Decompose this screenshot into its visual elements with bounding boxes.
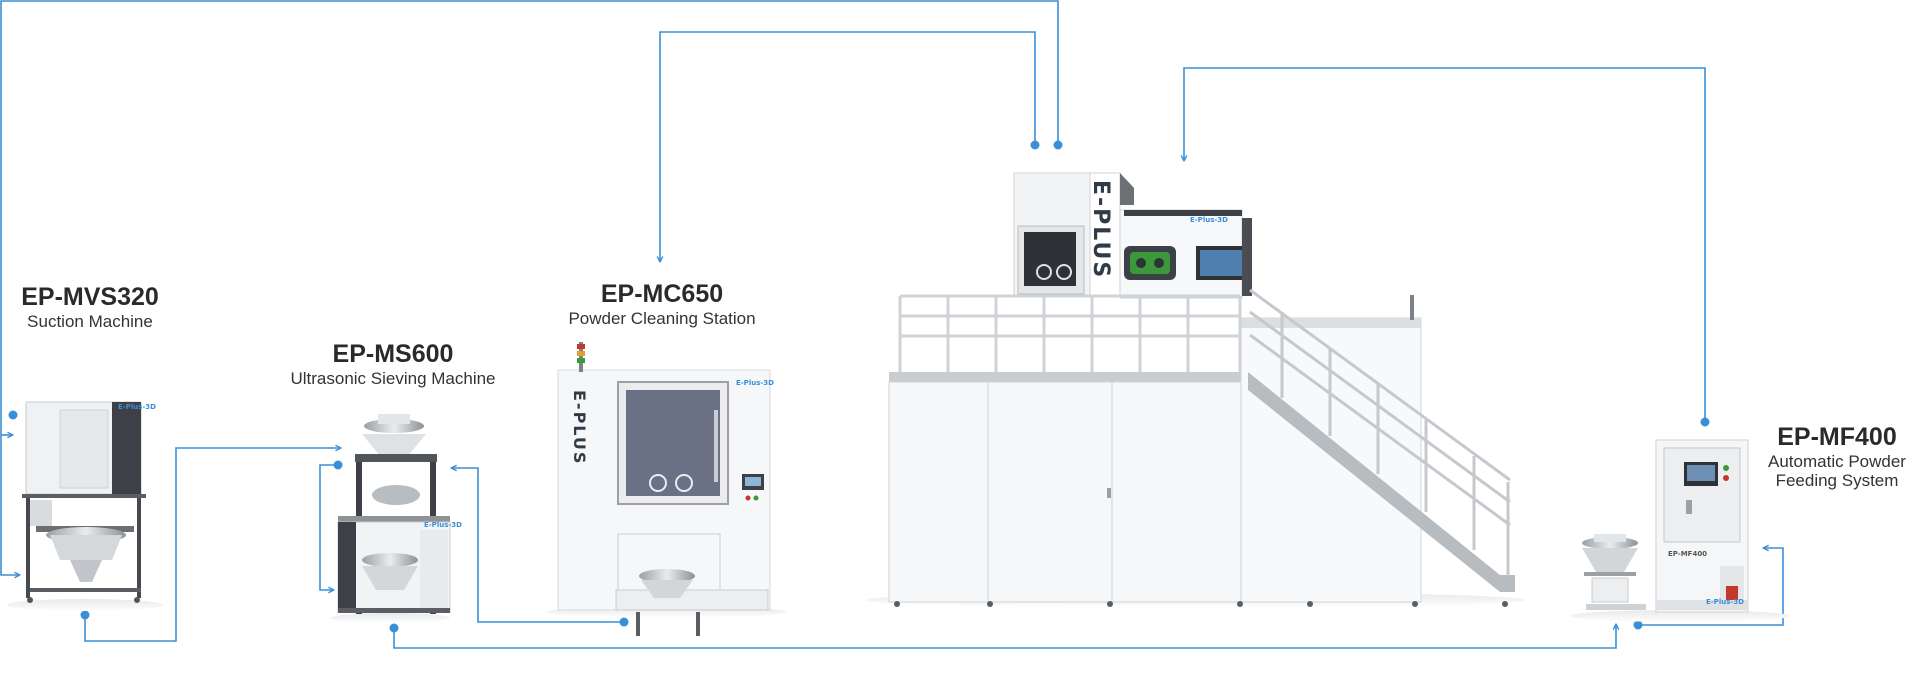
machine-desc-ms600: Ultrasonic Sieving Machine [258, 369, 528, 389]
label-sieving-machine: EP-MS600 Ultrasonic Sieving Machine [258, 340, 528, 388]
flow-connector-dot [1054, 141, 1063, 150]
flow-connector-dot [1701, 418, 1710, 427]
brand-vertical-text: E-PLUS [570, 390, 589, 465]
flow-line-sieving-loop [320, 465, 338, 590]
machine-desc-mvs320: Suction Machine [0, 312, 180, 332]
machine-code-mvs320: EP-MVS320 [0, 283, 180, 312]
brand-badge: E-Plus-3D [118, 403, 156, 411]
machine-printer: E-PLUS E-Plus-3D [865, 173, 1525, 608]
brand-badge: E-Plus-3D [424, 521, 462, 529]
label-cleaning-station: EP-MC650 Powder Cleaning Station [532, 280, 792, 328]
brand-vertical-text: E-PLUS [1088, 180, 1113, 279]
machine-cleaning-station: E-PLUS E-Plus-3D [547, 342, 787, 636]
flow-line-printer-to-cleaning [660, 32, 1035, 262]
flow-connector-dot [81, 611, 90, 620]
machine-code-ms600: EP-MS600 [258, 340, 528, 369]
flow-line-suction-lower-in [1, 415, 20, 575]
flow-connector-dot [620, 618, 629, 627]
brand-badge: E-Plus-3D [736, 379, 774, 387]
machine-code-mf400: EP-MF400 [1754, 423, 1920, 452]
machine-code-mc650: EP-MC650 [532, 280, 792, 309]
flow-connector-dot [390, 624, 399, 633]
model-plate: EP-MF400 [1668, 550, 1707, 558]
brand-badge: E-Plus-3D [1706, 598, 1744, 606]
label-suction-machine: EP-MVS320 Suction Machine [0, 283, 180, 331]
label-feeding-system: EP-MF400 Automatic Powder Feeding System [1754, 423, 1920, 491]
brand-badge: E-Plus-3D [1190, 216, 1228, 224]
flow-line-sieving-to-feeder [394, 624, 1616, 648]
flow-connector-dot [1031, 141, 1040, 150]
machine-desc-mc650: Powder Cleaning Station [532, 309, 792, 329]
machine-suction: E-Plus-3D [7, 402, 163, 611]
flow-connector-dot [334, 461, 343, 470]
machine-sieving: E-Plus-3D [330, 414, 462, 623]
machine-desc-mf400-line2: Feeding System [1754, 471, 1920, 491]
machine-desc-mf400-line1: Automatic Powder [1754, 452, 1920, 472]
flow-connector-dot [1634, 621, 1643, 630]
flow-connector-dot [9, 411, 18, 420]
